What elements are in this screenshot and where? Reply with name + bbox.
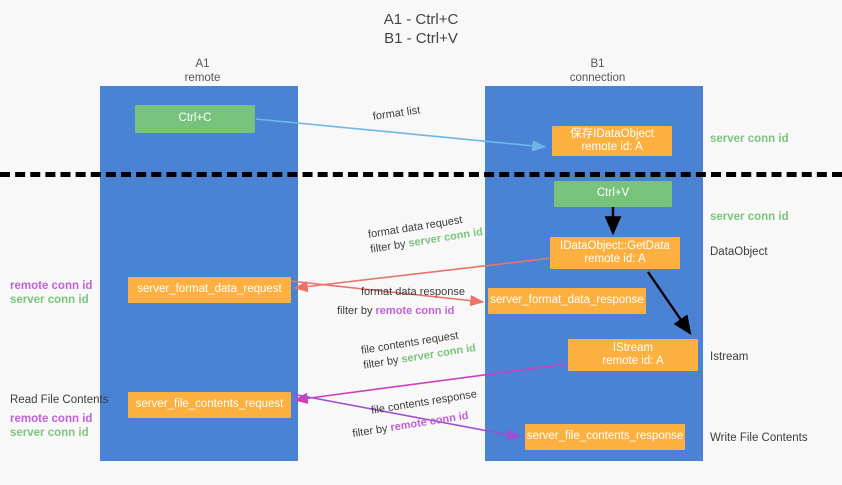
label-server-conn-id-top: server conn id <box>710 133 789 145</box>
node-ctrl-v[interactable]: Ctrl+V <box>554 181 672 207</box>
node-save-idataobject-line1: 保存IDataObject <box>570 127 654 140</box>
node-ctrl-v-label: Ctrl+V <box>596 187 630 200</box>
label-remote-conn-id-2: remote conn id <box>10 413 93 425</box>
label-server-conn-id-1: server conn id <box>10 294 89 306</box>
edge-label-format-data-response-filter: filter by remote conn id <box>337 304 465 319</box>
filter-prefix: filter by <box>337 305 376 317</box>
node-getdata-line2: remote id: A <box>584 253 646 265</box>
edge-label-file-contents-request: file contents request filter by server c… <box>360 326 477 373</box>
node-ctrl-c-label: Ctrl+C <box>178 112 212 125</box>
column-a1-name: A1 <box>195 58 210 70</box>
node-istream-line1: IStream <box>612 341 654 354</box>
filter-key-remote-conn-id: remote conn id <box>375 305 455 317</box>
label-conn-ids-format: remote conn id server conn id <box>10 279 92 307</box>
label-read-file-contents: Read File Contents <box>10 394 109 406</box>
column-a1-role: remote <box>184 71 221 84</box>
node-istream-line2: remote id: A <box>602 355 664 367</box>
node-ctrl-c[interactable]: Ctrl+C <box>135 105 255 133</box>
node-server-file-contents-request[interactable]: server_file_contents_request <box>128 392 291 418</box>
edge-label-file-contents-response: file contents response filter by remote … <box>352 387 481 440</box>
edge-label-format-data-response: format data response filter by remote co… <box>337 285 465 319</box>
node-save-idataobject-line2: remote id: A <box>581 141 643 153</box>
label-istream: Istream <box>710 351 749 363</box>
node-server-format-data-response[interactable]: server_format_data_response <box>488 288 646 314</box>
node-server-format-data-response-label: server_format_data_response <box>490 294 644 307</box>
phase-divider <box>0 172 842 177</box>
node-getdata-line1: IDataObject::GetData <box>560 239 670 252</box>
label-server-conn-id-mid: server conn id <box>710 211 789 223</box>
title-line-1: A1 - Ctrl+C <box>383 11 459 28</box>
diagram-title: A1 - Ctrl+C B1 - Ctrl+V <box>0 10 842 48</box>
label-server-conn-id-2: server conn id <box>10 427 89 439</box>
edge-label-format-data-request: format data request filter by server con… <box>367 210 484 257</box>
node-server-format-data-request-label: server_format_data_request <box>137 283 282 296</box>
column-b1-name: B1 <box>590 58 605 70</box>
label-conn-ids-file: remote conn id server conn id <box>10 412 92 440</box>
column-header-b1: B1 connection <box>490 58 705 85</box>
node-server-file-contents-response[interactable]: server_file_contents_response <box>525 424 685 450</box>
title-line-2: B1 - Ctrl+V <box>384 30 458 47</box>
edge-label-format-data-response-title: format data response <box>361 286 465 298</box>
label-dataobject: DataObject <box>710 246 768 258</box>
node-server-file-contents-response-label: server_file_contents_response <box>526 430 684 443</box>
label-write-file-contents: Write File Contents <box>710 432 808 444</box>
column-header-a1: A1 remote <box>105 58 300 85</box>
node-idataobject-getdata[interactable]: IDataObject::GetData remote id: A <box>550 237 680 269</box>
edge-label-format-list: format list <box>372 104 422 123</box>
filter-prefix: filter by <box>351 422 392 441</box>
node-save-idataobject[interactable]: 保存IDataObject remote id: A <box>552 126 672 156</box>
column-b1-role: connection <box>569 71 626 84</box>
node-istream[interactable]: IStream remote id: A <box>568 339 698 371</box>
node-server-format-data-request[interactable]: server_format_data_request <box>128 277 291 303</box>
label-remote-conn-id-1: remote conn id <box>10 280 93 292</box>
node-server-file-contents-request-label: server_file_contents_request <box>135 398 284 411</box>
